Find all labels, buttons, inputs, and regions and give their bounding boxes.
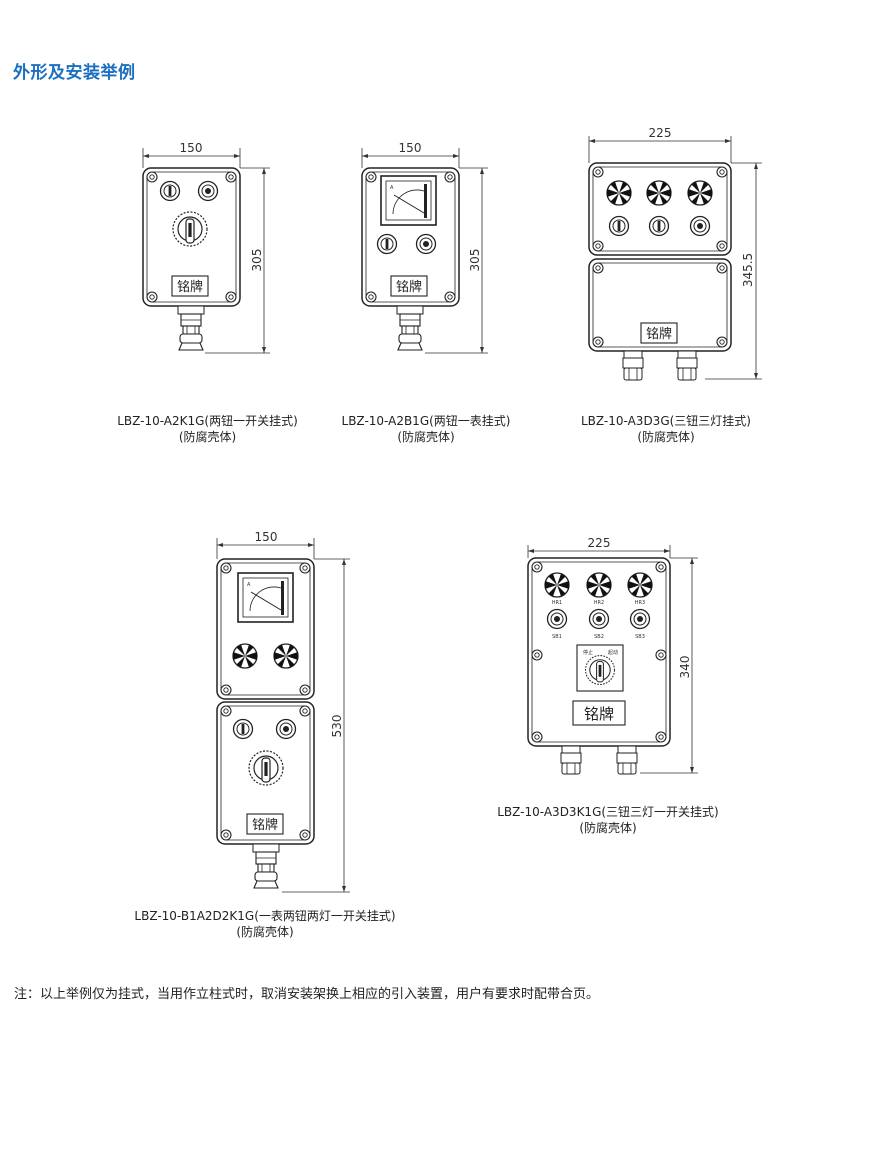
ammeter-mark: A [390,185,394,191]
indicator-label-hr2: HR2 [594,600,604,606]
section-title: 外形及安装举例 [13,63,136,83]
caption-line-1: LBZ-10-A2K1G(两钮一开关挂式) [117,414,298,428]
width-dimension: 150 [399,141,422,155]
width-dimension: 225 [588,536,611,550]
height-dimension: 305 [250,249,264,272]
nameplate-label: 铭牌 [584,705,614,723]
width-dimension: 225 [649,126,672,140]
enclosure-model-4: 150 530 A 铭牌 [216,530,350,893]
caption-model-1: LBZ-10-A2K1G(两钮一开关挂式) (防腐壳体) [95,413,320,445]
nameplate-label: 铭牌 [646,326,672,342]
height-dimension: 305 [468,249,482,272]
height-dimension: 530 [330,715,344,738]
caption-line-2: (防腐壳体) [397,430,455,444]
width-dimension: 150 [255,530,278,544]
caption-line-1: LBZ-10-B1A2D2K1G(一表两钮两灯一开关挂式) [134,909,396,923]
height-dimension: 345.5 [741,253,755,287]
switch-stop-label: 停止 [583,649,593,656]
enclosure-model-5: 225 340 HR1 HR2 HR3 SB1 SB2 SB3 停止 起动 铭牌 [527,536,698,775]
indicator-label-hr3: HR3 [635,600,645,606]
caption-line-2: (防腐壳体) [579,821,637,835]
button-label-sb2: SB2 [594,634,604,640]
caption-line-1: LBZ-10-A3D3G(三钮三灯挂式) [581,414,751,428]
caption-line-1: LBZ-10-A3D3K1G(三钮三灯一开关挂式) [497,805,719,819]
button-label-sb1: SB1 [552,634,562,640]
width-dimension: 150 [180,141,203,155]
caption-model-3: LBZ-10-A3D3G(三钮三灯挂式) (防腐壳体) [555,413,777,445]
enclosure-model-1: 150 305 铭牌 [142,141,270,354]
enclosure-model-2: 150 305 A 铭牌 [361,141,488,354]
caption-line-1: LBZ-10-A2B1G(两钮一表挂式) [341,414,511,428]
indicator-label-hr1: HR1 [552,600,562,606]
button-label-sb3: SB3 [635,634,645,640]
caption-model-2: LBZ-10-A2B1G(两钮一表挂式) (防腐壳体) [316,413,536,445]
ammeter-mark: A [247,582,251,588]
nameplate-label: 铭牌 [252,817,278,833]
caption-model-4: LBZ-10-B1A2D2K1G(一表两钮两灯一开关挂式) (防腐壳体) [115,908,415,940]
height-dimension: 340 [678,656,692,679]
footnote: 注：以上举例仅为挂式，当用作立柱式时，取消安装架换上相应的引入装置，用户有要求时… [14,987,600,1002]
nameplate-label: 铭牌 [177,279,203,295]
caption-line-2: (防腐壳体) [236,925,294,939]
switch-start-label: 起动 [608,649,618,656]
caption-line-2: (防腐壳体) [637,430,695,444]
caption-line-2: (防腐壳体) [178,430,237,444]
nameplate-label: 铭牌 [396,279,422,295]
caption-model-5: LBZ-10-A3D3K1G(三钮三灯一开关挂式) (防腐壳体) [482,804,734,836]
enclosure-model-3: 225 345.5 铭牌 [588,126,762,381]
